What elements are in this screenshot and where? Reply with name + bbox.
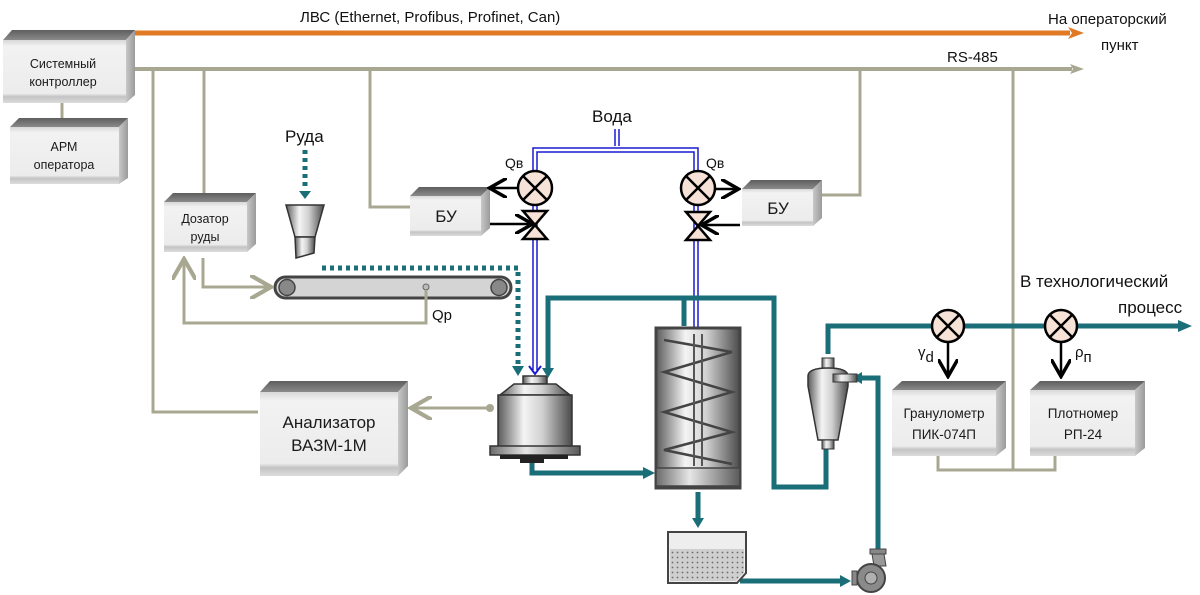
gamma-label: γd xyxy=(918,344,934,366)
to-pump-arrow xyxy=(840,575,851,587)
analyzer-block[interactable]: Анализатор ВАЗМ-1М xyxy=(260,381,408,476)
water-flowmeter-left[interactable] xyxy=(516,169,554,207)
densitometer-label-1: Плотномер xyxy=(1048,406,1118,421)
ore-flow-feedback-link xyxy=(184,262,428,325)
water-flow-right-label: Qв xyxy=(706,155,724,171)
ore-feeder-label-2: руды xyxy=(191,230,220,244)
rs485-label: RS-485 xyxy=(947,49,998,66)
analyzer-label-1: Анализатор xyxy=(283,413,376,432)
sump-tank xyxy=(667,531,747,584)
return-to-mill-arrow xyxy=(542,368,554,378)
ore-flow-label: Qр xyxy=(432,307,452,324)
feeder-conveyor-link xyxy=(201,258,268,287)
water-flow-left-label: Qв xyxy=(505,155,523,171)
lan-label: ЛВС (Ethernet, Profibus, Profinet, Can) xyxy=(300,9,560,26)
system-controller-label-1: Системный xyxy=(30,57,96,71)
water-supply-pipe xyxy=(532,129,699,370)
water-flowmeter-right[interactable] xyxy=(679,169,717,207)
process-label-2: процесс xyxy=(1118,298,1183,317)
density-sensor[interactable] xyxy=(1043,308,1079,344)
particle-size-sensor[interactable] xyxy=(930,308,966,344)
conveyor-belt xyxy=(273,275,513,300)
to-process-arrow xyxy=(1178,320,1192,332)
water-to-mill-arrow xyxy=(528,365,542,376)
system-controller-block[interactable]: Системный контроллер xyxy=(3,30,135,103)
control-unit-right-block[interactable]: БУ xyxy=(742,180,822,226)
operator-workstation-label-1: АРМ xyxy=(51,140,78,154)
analyzer-label-2: ВАЗМ-1М xyxy=(291,436,367,455)
granulometer-label-2: ПИК-074П xyxy=(912,427,976,442)
ball-mill xyxy=(489,375,581,463)
densitometer-label-2: РП-24 xyxy=(1064,427,1103,442)
control-unit-right-label: БУ xyxy=(767,199,789,218)
hydrocyclone xyxy=(807,357,858,450)
discharge-arrow xyxy=(643,467,655,479)
granulometer-block[interactable]: Гранулометр ПИК-074П xyxy=(892,381,1006,456)
ore-hopper xyxy=(285,204,325,259)
control-unit-left-label: БУ xyxy=(435,207,457,226)
ore-to-mill-path xyxy=(322,265,521,368)
to-sump-arrow xyxy=(692,518,704,528)
operator-workstation-block[interactable]: АРМ оператора xyxy=(10,118,128,184)
operator-workstation-label-2: оператора xyxy=(34,158,95,172)
slurry-pump xyxy=(851,548,887,593)
rs485-bus xyxy=(134,64,1084,472)
control-unit-left-block[interactable]: БУ xyxy=(410,187,490,236)
process-label-1: В технологический xyxy=(1020,272,1168,291)
ore-feeder-label-1: Дозатор xyxy=(181,212,228,226)
granulometer-label-1: Гранулометр xyxy=(903,406,984,421)
water-label: Вода xyxy=(592,107,632,126)
lan-target-label-1: На операторский xyxy=(1048,11,1167,28)
ore-input-arrow xyxy=(299,150,311,199)
mill-analyzer-link xyxy=(414,404,494,412)
ore-label: Руда xyxy=(285,127,324,146)
lan-target-label-2: пункт xyxy=(1101,37,1139,54)
lan-bus xyxy=(134,27,1084,39)
spiral-classifier xyxy=(654,326,742,490)
system-controller-label-2: контроллер xyxy=(29,75,96,89)
rho-label: ρп xyxy=(1075,344,1092,366)
ore-feeder-block[interactable]: Дозатор руды xyxy=(164,193,256,252)
densitometer-block[interactable]: Плотномер РП-24 xyxy=(1030,381,1145,456)
